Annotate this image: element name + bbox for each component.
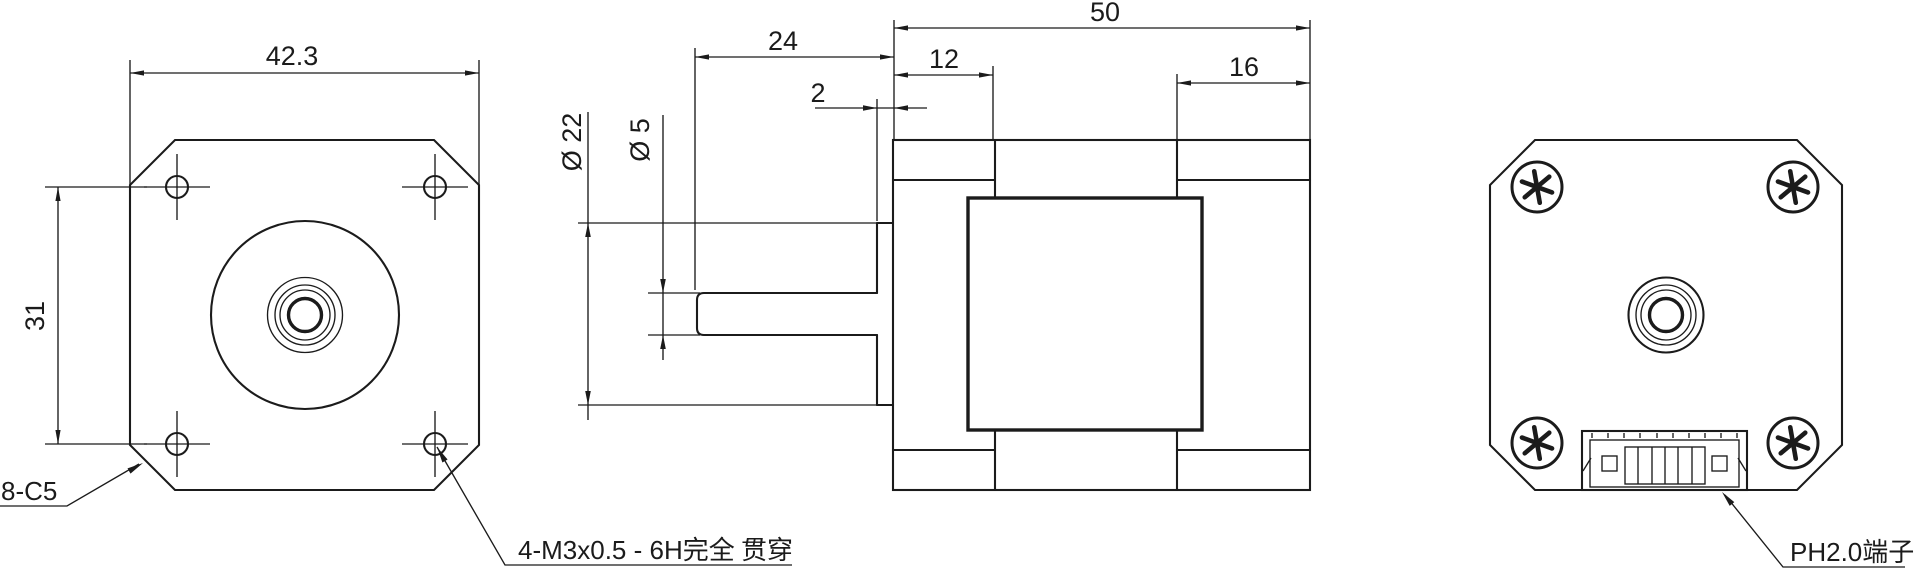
dim-hole-spacing-label: 31 bbox=[20, 301, 50, 331]
dim-width-label: 42.3 bbox=[266, 41, 319, 71]
dim-shaft-diameter-label: Ø 5 bbox=[625, 118, 655, 162]
dimension-body-length: 50 bbox=[893, 0, 1311, 140]
dim-boss-diameter-label: Ø 22 bbox=[557, 113, 587, 172]
pilot-boss bbox=[875, 221, 895, 407]
dim-front-cap-label: 12 bbox=[929, 44, 959, 74]
mounting-hole bbox=[402, 411, 468, 477]
connector-pin-ticks bbox=[1591, 433, 1738, 438]
front-view: 42.3 31 8-C5 4-M3x0.5 - 6H完全 贯穿 bbox=[0, 41, 793, 566]
connector-pins bbox=[1624, 446, 1706, 485]
screw-bottom-left bbox=[1512, 418, 1562, 468]
leader-arrow bbox=[1722, 492, 1735, 506]
front-body-outline bbox=[128, 138, 481, 492]
mounting-hole bbox=[144, 411, 210, 477]
dimension-width: 42.3 bbox=[129, 41, 480, 185]
dim-body-length-label: 50 bbox=[1090, 0, 1120, 27]
screw-top-right bbox=[1768, 162, 1818, 212]
dimension-shaft-diameter: Ø 5 bbox=[625, 115, 700, 360]
thread-note: 4-M3x0.5 - 6H完全 贯穿 bbox=[436, 446, 793, 566]
connector-inner bbox=[1589, 439, 1740, 488]
rear-body-outline bbox=[1488, 138, 1844, 492]
motor-shaft bbox=[695, 291, 879, 337]
dimension-boss-protrusion: 2 bbox=[810, 78, 927, 221]
front-ring-1 bbox=[266, 276, 344, 354]
screw-bottom-right bbox=[1768, 418, 1818, 468]
thread-note-suffix: 贯穿 bbox=[741, 535, 793, 565]
dimension-rear-cap: 16 bbox=[1176, 52, 1310, 140]
connector-latch-left bbox=[1601, 455, 1618, 472]
rear-shaft-bore bbox=[1647, 296, 1685, 334]
dim-rear-cap-label: 16 bbox=[1229, 52, 1259, 82]
side-body-outline bbox=[891, 138, 1312, 492]
leader-arrow bbox=[437, 447, 448, 463]
dim-boss-protrusion-label: 2 bbox=[810, 78, 825, 108]
mounting-hole bbox=[144, 154, 210, 220]
rear-view: PH2.0端子 bbox=[1488, 138, 1914, 568]
side-view: 24 50 12 16 2 bbox=[557, 0, 1312, 492]
front-ring-2 bbox=[274, 284, 336, 346]
connector-note-label: PH2.0端子 bbox=[1790, 537, 1914, 567]
dimension-hole-spacing: 31 bbox=[20, 186, 147, 445]
front-pilot-circle bbox=[209, 219, 401, 411]
front-ring-3 bbox=[279, 289, 331, 341]
rear-ring-3 bbox=[1640, 289, 1692, 341]
dimension-front-cap: 12 bbox=[894, 44, 994, 140]
mounting-hole bbox=[402, 154, 468, 220]
dim-shaft-length-label: 24 bbox=[768, 26, 798, 56]
thread-note-label: 4-M3x0.5 - 6H完全 bbox=[518, 535, 735, 565]
rear-ring-2 bbox=[1635, 284, 1697, 346]
front-mounting-holes bbox=[144, 154, 468, 477]
screw-top-left bbox=[1512, 162, 1562, 212]
connector-housing bbox=[1580, 429, 1749, 492]
chamfer-note: 8-C5 bbox=[0, 463, 143, 507]
connector-note: PH2.0端子 bbox=[1722, 492, 1914, 568]
connector-latch-right bbox=[1711, 455, 1728, 472]
leader-arrow bbox=[127, 463, 143, 474]
side-chamfer-lines bbox=[891, 138, 1312, 492]
dimension-shaft-length: 24 bbox=[694, 26, 894, 290]
rear-bearing-ring bbox=[1627, 276, 1705, 354]
chamfer-note-label: 8-C5 bbox=[1, 476, 57, 506]
ph2-connector bbox=[1580, 429, 1749, 492]
stator-stack bbox=[966, 196, 1204, 432]
front-shaft-circle bbox=[286, 296, 324, 334]
dimension-boss-diameter: Ø 22 bbox=[557, 112, 877, 420]
